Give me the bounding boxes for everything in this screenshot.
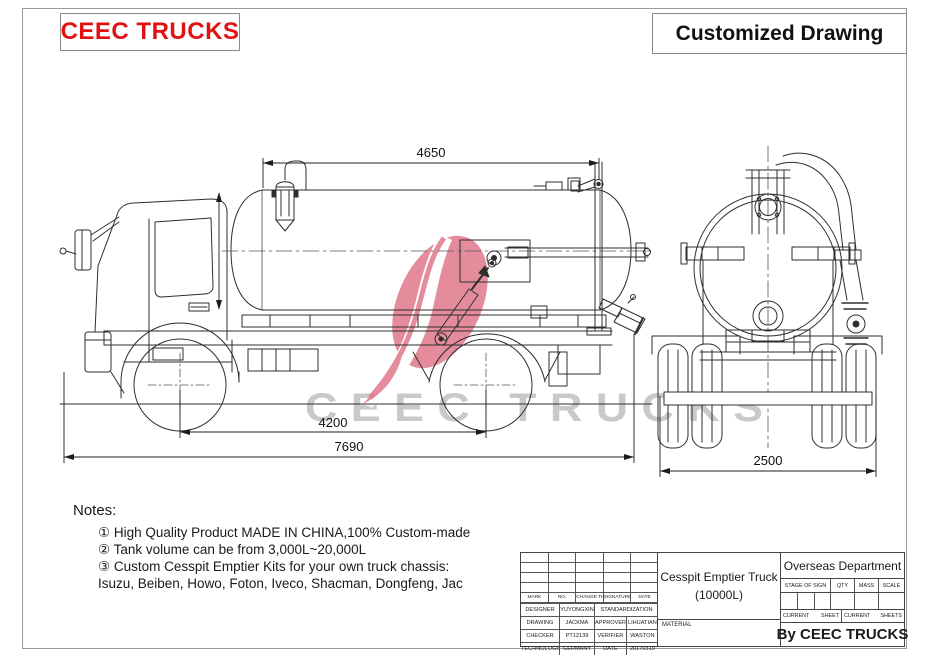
revision-table: MARK NO. CHANGE THE FILE NO. SIGNATURE D… [521, 553, 658, 603]
department-name: Overseas Department [781, 553, 904, 579]
revision-header-no: NO. [547, 592, 577, 603]
spec-header-row: STAGE OF SIGN QTY MASS SCALE [781, 579, 904, 593]
drawing-type-text: Customized Drawing [675, 21, 884, 45]
note-item: ① High Quality Product MADE IN CHINA,100… [98, 525, 471, 540]
product-title: Cesspit Emptier Truck [660, 570, 778, 584]
product-title-cell: Cesspit Emptier Truck (10000L) [658, 553, 780, 620]
revision-header-change: CHANGE THE FILE NO. [575, 592, 604, 603]
suction-boom [775, 152, 869, 345]
staff-role: APPROVER [594, 616, 627, 630]
rear-wheels [657, 343, 877, 449]
staff-role: TECHNOLOGIST [521, 642, 560, 655]
dim-vertical-unlabeled [216, 192, 222, 310]
sheets-label: SHEETS [880, 613, 902, 619]
title-block: MARK NO. CHANGE THE FILE NO. SIGNATURE D… [520, 552, 909, 655]
spec-header-mass: MASS [855, 579, 879, 592]
dim-label-overall-width: 2500 [754, 453, 783, 468]
staff-name: WASTON [625, 629, 658, 643]
dim-label-tank-length: 4650 [417, 145, 446, 160]
dimensions: 4650 4200 7690 2500 [63, 145, 877, 477]
staff-name: YUYONGXIN [559, 603, 595, 617]
rear-discharge [598, 294, 646, 335]
dim-overall-width: 2500 [659, 396, 877, 477]
rear-boom-mast [504, 161, 651, 336]
sheet-current-label: CURRENT [844, 613, 871, 619]
staff-name: JACKMA [559, 616, 595, 630]
revision-header-signature: SIGNATURE [602, 592, 632, 603]
ceec-logo-mark [363, 234, 488, 408]
spec-header-stage: STAGE OF SIGN [781, 579, 831, 592]
note-item: ② Tank volume can be from 3,000L~20,000L [98, 542, 367, 557]
tank-brackets [680, 242, 856, 345]
product-capacity: (10000L) [694, 588, 744, 602]
staff-role: CHECKER [521, 629, 560, 643]
dim-tank-length: 4650 [262, 145, 600, 188]
staff-role: VERIFIER [594, 629, 627, 643]
notes-section: Notes: ① High Quality Product MADE IN CH… [73, 502, 470, 592]
note-chassis-brands: Isuzu, Beiben, Howo, Foton, Iveco, Shacm… [98, 576, 463, 591]
drawing-type-box: Customized Drawing [652, 13, 907, 54]
title-block-product-area: Cesspit Emptier Truck (10000L) MATERIAL [658, 553, 781, 646]
spec-header-qty: QTY [831, 579, 855, 592]
byline: By CEEC TRUCKS [776, 626, 909, 643]
material-cell: MATERIAL [662, 622, 692, 628]
dim-wheelbase: 4200 [179, 390, 487, 438]
staff-role: STANDARDIZATION [594, 603, 658, 617]
spec-values-row [781, 593, 904, 610]
dim-label-overall-length: 7690 [335, 439, 364, 454]
notes-title: Notes: [73, 502, 117, 519]
sheet-label: SHEET [821, 613, 839, 619]
dim-label-wheelbase: 4200 [319, 415, 348, 430]
rear-view [651, 145, 883, 449]
hydraulic-cylinder [434, 239, 531, 346]
staff-table: DESIGNER YUYONGXIN STANDARDIZATION DRAWI… [521, 603, 658, 655]
note-item: ③ Custom Cesspit Emptier Kits for your o… [98, 559, 450, 574]
staff-name: PT12139 [559, 629, 595, 643]
page-border [22, 8, 907, 649]
staff-role: DRAWING [521, 616, 560, 630]
tank [221, 160, 655, 311]
side-view [59, 160, 655, 432]
staff-date: 20170319 [625, 642, 658, 655]
cab [59, 198, 240, 399]
title-block-department-area: Overseas Department STAGE OF SIGN QTY MA… [776, 553, 909, 646]
revision-header-mark: MARK [521, 592, 549, 603]
rear-chassis [651, 329, 883, 361]
staff-role: DATE [594, 642, 627, 655]
sheet-current-label: CURRENT [783, 613, 810, 619]
sheet-row: CURRENT SHEET CURRENT SHEETS [781, 610, 904, 623]
chassis [59, 305, 653, 405]
staff-role: DESIGNER [521, 603, 560, 617]
company-logo-text: CEEC TRUCKS [60, 18, 240, 45]
dim-overall-length: 7690 [63, 334, 635, 463]
revision-header-date: DATE [630, 592, 658, 603]
spec-header-scale: SCALE [882, 582, 901, 589]
staff-name: LIHUATIAN [625, 616, 658, 630]
company-logo: CEEC TRUCKS [60, 13, 240, 51]
staff-name: GERMANY [559, 642, 595, 655]
title-block-revision-area: MARK NO. CHANGE THE FILE NO. SIGNATURE D… [521, 553, 658, 655]
rear-bumper [663, 391, 873, 406]
